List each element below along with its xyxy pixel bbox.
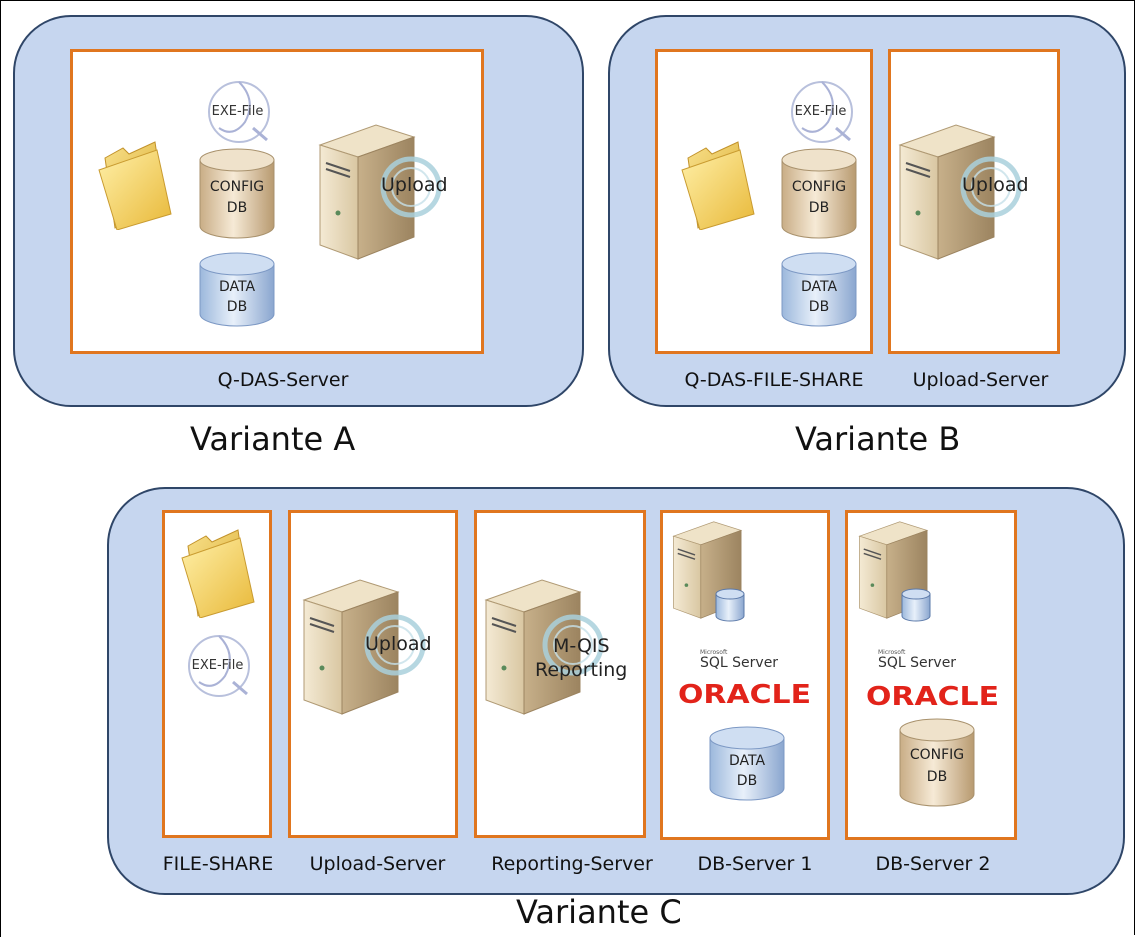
upload-ring-icon [364,614,426,676]
exe-file-label: EXE-File [211,104,264,119]
config-db-cylinder: CONFIG DB [780,148,858,240]
data-db-line2: DB [736,773,758,789]
qdas-exe-icon: EXE-File [175,626,260,698]
folder-icon [181,529,255,618]
qdas-exe-icon: EXE-File [778,72,863,144]
reporting-ring-icon [542,614,604,676]
sql-server-logo: Microsoft SQL Server [878,649,957,672]
sql-server-brand: SQL Server [700,655,779,671]
file-share-label: FILE-SHARE [162,853,274,875]
sql-server-logo: Microsoft SQL Server [700,649,779,672]
reporting-text-line1: M-QIS [553,635,610,657]
sql-server-brand-small: Microsoft [878,649,906,656]
db-server-1-label: DB-Server 1 [697,853,813,875]
data-db-line1: DATA [218,279,256,295]
upload-ring-icon [380,156,442,218]
sql-server-brand-small: Microsoft [700,649,728,656]
server-tower-icon [484,579,582,715]
qdas-exe-icon: EXE-File [195,72,280,144]
config-db-line2: DB [926,769,948,785]
db-server-2-label: DB-Server 2 [875,853,991,875]
upload-label: Upload [381,174,448,196]
database-icon [715,588,745,622]
oracle-logo: ORACLE [866,682,1000,712]
server-tower-icon [302,579,400,715]
data-db-cylinder: DATA DB [780,252,858,328]
folder-icon [98,141,172,230]
upload-label: Upload [365,633,432,655]
frame-gap [398,935,1135,938]
upload-ring-icon [960,156,1022,218]
variante-b-title: Variante B [795,420,961,458]
exe-file-label: EXE-File [191,658,244,673]
reporting-server-label: Reporting-Server [491,853,653,875]
config-db-cylinder: CONFIG DB [198,148,276,240]
config-db-line1: CONFIG [209,179,265,195]
exe-file-label: EXE-File [794,104,847,119]
data-db-cylinder: DATA DB [198,252,276,328]
data-db-line1: DATA [800,279,838,295]
database-icon [901,588,931,622]
config-db-line2: DB [808,200,830,216]
config-db-cylinder: CONFIG DB [898,718,976,808]
data-db-line1: DATA [728,753,766,769]
folder-icon [681,141,755,230]
data-db-cylinder: DATA DB [708,726,786,802]
q-das-file-share-label: Q-DAS-FILE-SHARE [684,369,864,391]
reporting-text-line2: Reporting [535,659,628,681]
variante-c-title: Variante C [516,893,682,931]
server-tower-icon [898,124,996,260]
q-das-server-label: Q-DAS-Server [217,369,349,391]
sql-server-brand: SQL Server [878,655,957,671]
config-db-line1: CONFIG [909,747,965,763]
variante-a-title: Variante A [190,420,356,458]
server-tower-icon [858,521,929,619]
oracle-logo: ORACLE [678,680,812,710]
upload-label: Upload [962,174,1029,196]
config-db-line1: CONFIG [791,179,847,195]
upload-server-label: Upload-Server [912,369,1049,391]
data-db-line2: DB [226,299,248,315]
data-db-line2: DB [808,299,830,315]
upload-server-label: Upload-Server [309,853,446,875]
config-db-line2: DB [226,200,248,216]
